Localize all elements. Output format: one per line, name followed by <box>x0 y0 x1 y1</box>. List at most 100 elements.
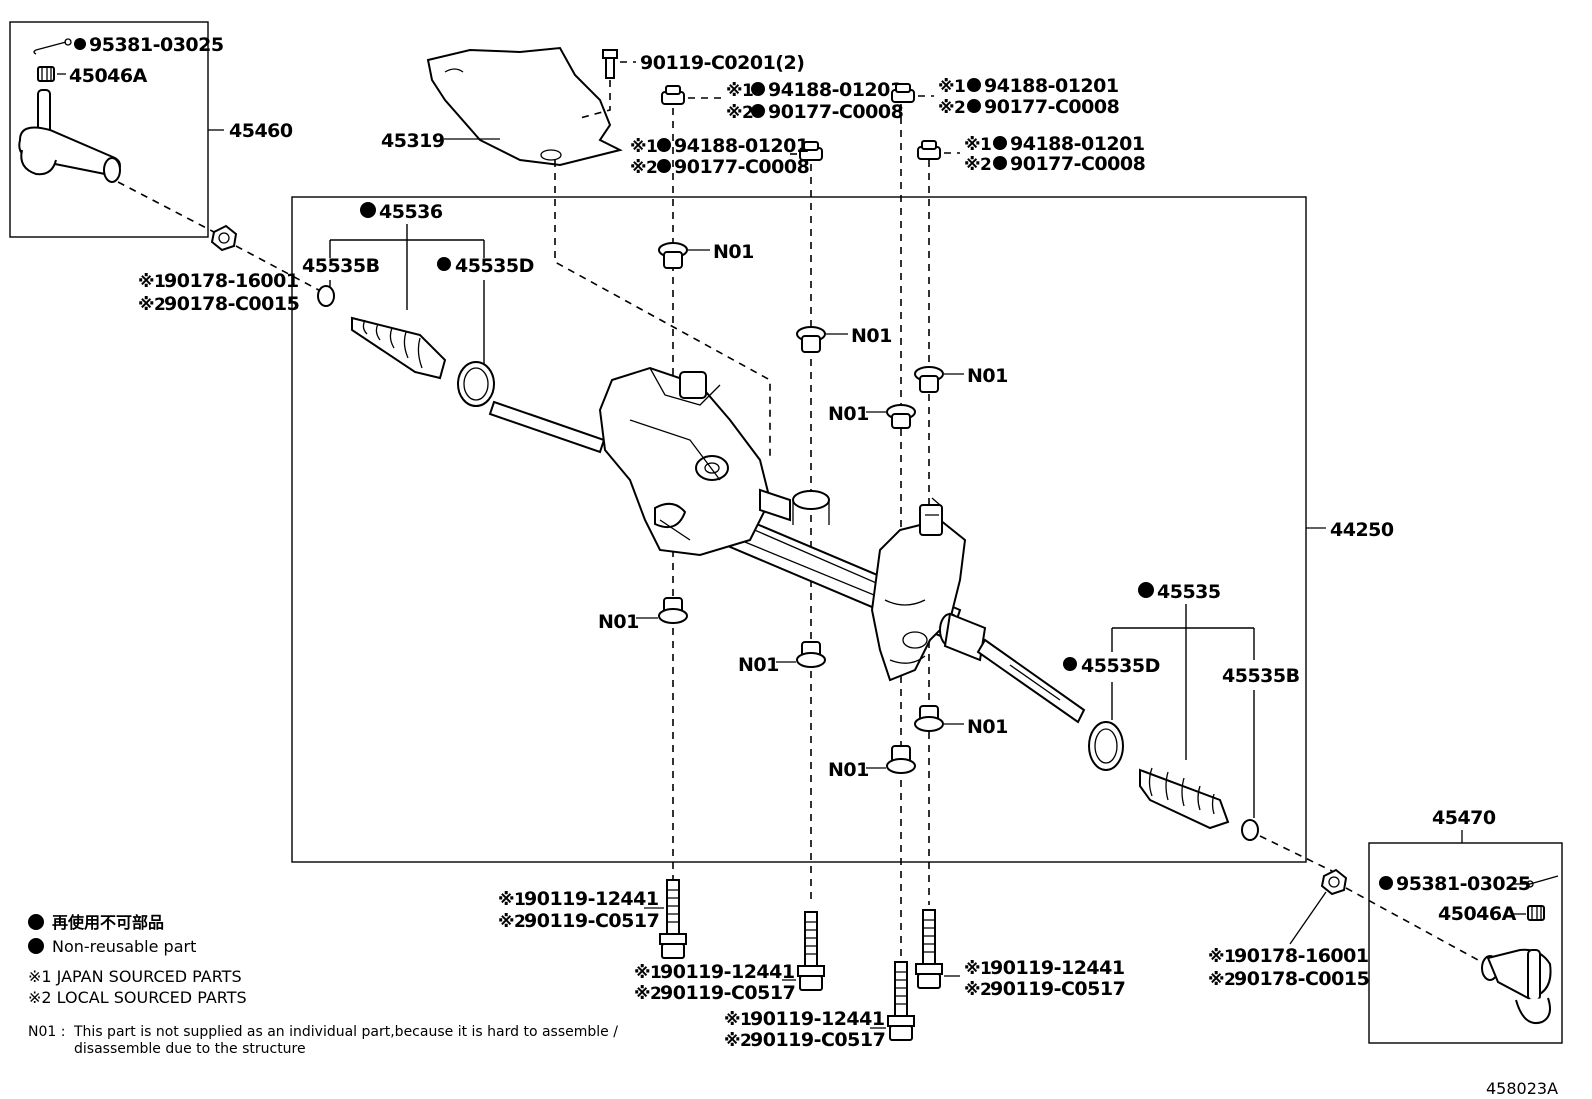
japan-mark: ※1 <box>938 77 965 97</box>
tie-rod-end-left-part <box>18 89 121 183</box>
rack-boot-right-part <box>1139 767 1230 830</box>
non-reusable-bullet <box>993 136 1007 150</box>
figure-id: 458023A <box>1486 1079 1558 1098</box>
small-bolt-icon <box>602 49 618 79</box>
legend-bullet <box>28 914 44 930</box>
local-mark: ※2 <box>498 912 525 932</box>
callout-45470: 45470 <box>1432 807 1496 829</box>
callout-45535: 45535 <box>1157 581 1221 603</box>
n01-label: N01 <box>828 759 869 781</box>
callout-90119-C0517-a: 90119-C0517 <box>524 910 659 932</box>
n01-insulator-4 <box>886 404 916 429</box>
callout-90177-a: 90177-C0008 <box>768 101 904 123</box>
legend-n01-line2: disassemble due to the structure <box>74 1041 306 1057</box>
right-tie-rod-end-box <box>1368 842 1563 1044</box>
callout-90119-12441-a: 90119-12441 <box>524 888 659 910</box>
callout-90119-C0517-b: 90119-C0517 <box>660 982 795 1004</box>
rack-boot-left-part <box>351 316 447 380</box>
callout-94188-a: 94188-01201 <box>768 79 903 101</box>
steering-gear-assembly-box <box>291 196 1307 863</box>
n01-insulator-5 <box>658 597 688 624</box>
legend-n01-key: N01 : <box>28 1024 65 1040</box>
japan-mark: ※1 <box>724 1010 751 1030</box>
mounting-bolt-b-icon <box>797 911 825 991</box>
local-mark: ※2 <box>634 984 661 1004</box>
callout-90119-C0201: 90119-C0201(2) <box>640 52 804 74</box>
nut-b-icon <box>799 141 823 161</box>
cotter-pin-icon <box>33 38 72 55</box>
n01-insulator-2 <box>796 326 826 353</box>
n01-label: N01 <box>967 365 1008 387</box>
n01-insulator-1 <box>658 242 688 269</box>
legend-japan-sourced: ※1 JAPAN SOURCED PARTS <box>28 967 242 986</box>
japan-mark: ※1 <box>634 963 661 983</box>
hex-nut-right-icon <box>1320 868 1348 896</box>
callout-95381-right: 95381-03025 <box>1396 873 1531 895</box>
n01-insulator-3 <box>914 366 944 393</box>
callout-90119-C0517-d: 90119-C0517 <box>990 978 1125 1000</box>
mounting-bolt-a-icon <box>659 879 687 959</box>
non-reusable-bullet <box>967 78 981 92</box>
callout-45046A-left: 45046A <box>69 65 148 87</box>
non-reusable-bullet <box>751 104 765 118</box>
callout-45535D-left: 45535D <box>455 255 534 277</box>
non-reusable-bullet <box>657 138 671 152</box>
tie-rod-end-right-part <box>1481 948 1552 1024</box>
japan-mark: ※1 <box>498 890 525 910</box>
callout-90119-12441-c: 90119-12441 <box>750 1008 885 1030</box>
callout-94188-c: 94188-01201 <box>984 75 1119 97</box>
legend-n01-line1: This part is not supplied as an individu… <box>73 1024 618 1040</box>
n01-label: N01 <box>738 654 779 676</box>
japan-mark: ※1 <box>964 135 991 155</box>
non-reusable-bullet <box>751 82 765 96</box>
castle-nut-icon <box>1527 905 1545 921</box>
mounting-bolt-c-icon <box>887 961 915 1041</box>
callout-45535D-right: 45535D <box>1081 655 1160 677</box>
callout-45535B-left: 45535B <box>302 255 380 277</box>
callout-90178-16001-left: 90178-16001 <box>164 270 299 292</box>
n01-label: N01 <box>967 716 1008 738</box>
callout-90119-C0517-c: 90119-C0517 <box>750 1029 885 1051</box>
n01-insulator-6 <box>796 641 826 668</box>
boot-band-left-icon <box>457 361 495 407</box>
local-mark: ※2 <box>138 295 165 315</box>
local-mark: ※2 <box>1208 970 1235 990</box>
non-reusable-bullet <box>74 38 86 50</box>
callout-90177-c: 90177-C0008 <box>984 96 1120 118</box>
nut-c-icon <box>891 83 915 103</box>
callout-45460: 45460 <box>229 120 293 142</box>
callout-45535B-right: 45535B <box>1222 665 1300 687</box>
callout-90177-d: 90177-C0008 <box>1010 153 1146 175</box>
japan-mark: ※1 <box>138 272 165 292</box>
n01-insulator-8 <box>886 745 916 774</box>
n01-label: N01 <box>828 403 869 425</box>
non-reusable-bullet <box>967 99 981 113</box>
japan-mark: ※1 <box>630 137 657 157</box>
callout-90177-b: 90177-C0008 <box>674 156 810 178</box>
nut-a-icon <box>661 85 685 105</box>
n01-insulator-7 <box>914 705 944 732</box>
non-reusable-bullet <box>657 159 671 173</box>
callout-90119-12441-d: 90119-12441 <box>990 957 1125 979</box>
n01-label: N01 <box>851 325 892 347</box>
steering-rack-part <box>488 366 1086 724</box>
nut-d-icon <box>917 140 941 160</box>
japan-mark: ※1 <box>964 959 991 979</box>
legend-local-sourced: ※2 LOCAL SOURCED PARTS <box>28 988 247 1007</box>
local-mark: ※2 <box>938 98 965 118</box>
callout-90178-C0015-left: 90178-C0015 <box>164 293 299 315</box>
callout-95381-left: 95381-03025 <box>89 34 224 56</box>
callout-44250: 44250 <box>1330 519 1394 541</box>
legend-non-reusable-jp: 再使用不可部品 <box>52 913 164 932</box>
non-reusable-bullet <box>360 202 376 218</box>
callout-45046A-right: 45046A <box>1438 903 1517 925</box>
local-mark: ※2 <box>724 1031 751 1051</box>
mounting-bolt-d-icon <box>915 909 943 989</box>
non-reusable-bullet <box>1138 582 1154 598</box>
callout-90178-C0015-right: 90178-C0015 <box>1234 968 1369 990</box>
local-mark: ※2 <box>964 155 991 175</box>
callout-94188-d: 94188-01201 <box>1010 133 1145 155</box>
legend-non-reusable-en: Non-reusable part <box>52 937 196 956</box>
local-mark: ※2 <box>630 158 657 178</box>
